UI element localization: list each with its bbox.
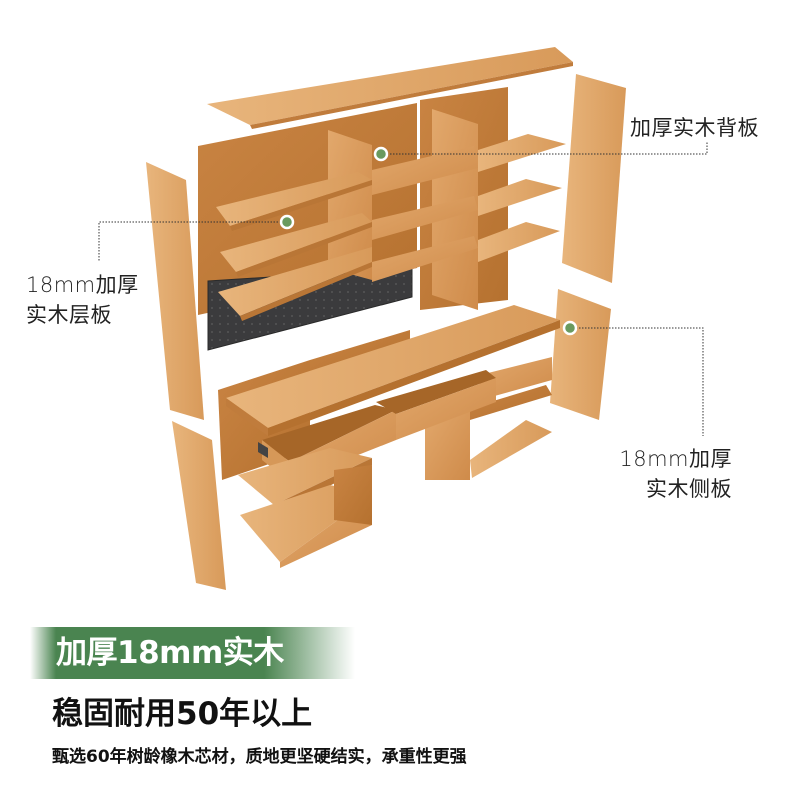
left-side-panel-lower [172,421,226,590]
feature-banner: 加厚18mm实木 [30,627,355,679]
headline: 稳固耐用50年以上 [52,696,313,732]
marker-back-panel [373,146,389,162]
leader-lines [98,142,708,436]
right-side-panel-upper [562,74,626,283]
left-side-panel-upper [146,162,204,420]
subline: 甄选60年树龄橡木芯材，质地更坚硬结实，承重性更强 [52,747,467,767]
marker-shelf [279,214,295,230]
exploded-furniture-illustration [98,47,708,590]
callout-markers [279,146,578,336]
callout-back-panel-text: 加厚实木背板 [630,116,759,140]
callout-side-line1: 18mm加厚 [619,447,732,471]
top-board [207,47,573,129]
callout-shelf-line2: 实木层板 [26,303,112,327]
callout-shelf: 18mm加厚 实木层板 [26,270,139,330]
desk-top [226,305,560,436]
right-shelves [478,134,566,262]
left-shelves [216,172,372,321]
banner-label: 加厚18mm实木 [56,635,284,671]
desk-left-shelves [238,448,372,568]
right-side-panel-lower [550,289,611,420]
callout-back-panel: 加厚实木背板 [630,113,759,143]
callout-shelf-line1: 18mm加厚 [26,273,139,297]
callout-side-line2: 实木侧板 [646,477,732,501]
middle-shelves [372,146,478,282]
callout-side-panel: 18mm加厚 实木侧板 [614,444,732,504]
marker-side-panel [562,320,578,336]
